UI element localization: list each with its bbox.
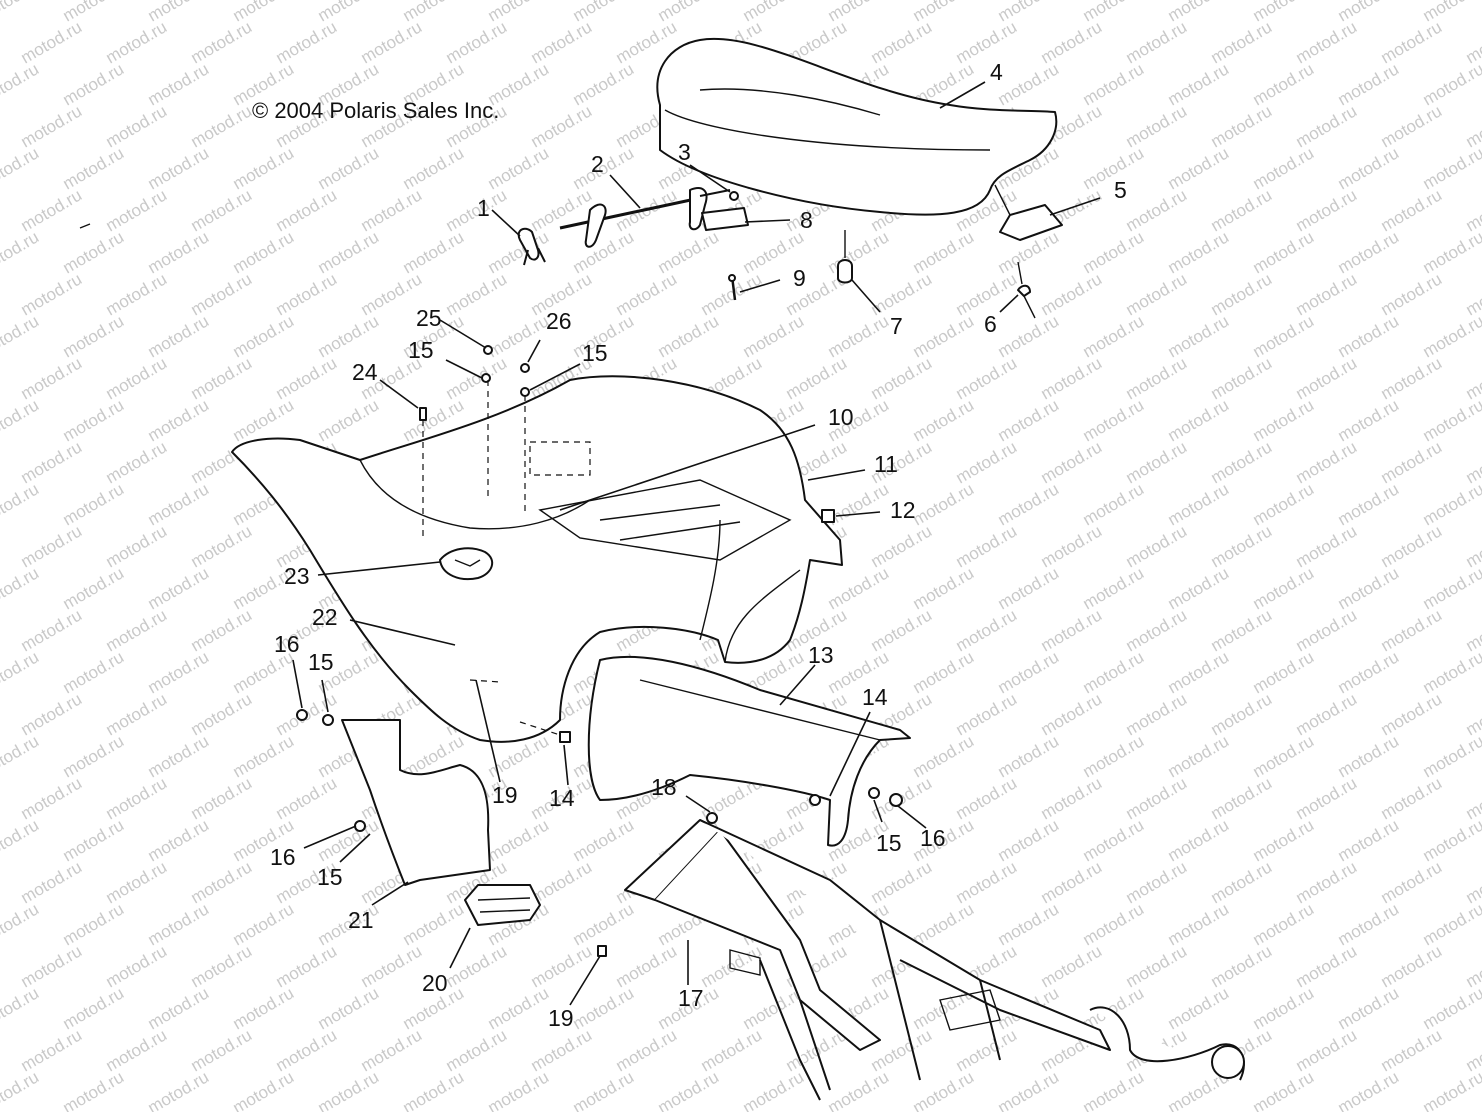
callout-20: 20 bbox=[422, 970, 448, 996]
callout-9: 9 bbox=[793, 265, 806, 291]
callout-11: 11 bbox=[874, 451, 898, 477]
callout-16-low-left: 16 bbox=[270, 844, 296, 870]
callout-13: 13 bbox=[808, 642, 834, 668]
rear-fender-panel bbox=[587, 655, 911, 847]
callout-26: 26 bbox=[546, 308, 572, 334]
frame bbox=[624, 819, 1245, 1101]
callout-10: 10 bbox=[828, 404, 854, 430]
callout-24: 24 bbox=[352, 359, 378, 385]
mud-flap bbox=[341, 719, 491, 886]
callout-17: 17 bbox=[678, 985, 704, 1011]
seat-latch-assembly bbox=[79, 187, 749, 301]
callout-15-top-left: 15 bbox=[408, 337, 434, 363]
copyright-notice: © 2004 Polaris Sales Inc. bbox=[252, 98, 500, 123]
callout-4: 4 bbox=[990, 59, 1003, 85]
callout-2: 2 bbox=[591, 151, 604, 177]
callout-25: 25 bbox=[416, 305, 442, 331]
callout-16-mid-left: 16 bbox=[274, 631, 300, 657]
callout-23: 23 bbox=[284, 563, 310, 589]
callout-14-right: 14 bbox=[862, 684, 888, 710]
callout-6: 6 bbox=[984, 311, 997, 337]
leader-lines bbox=[292, 81, 1101, 1006]
callout-19-lower: 19 bbox=[548, 1005, 574, 1031]
callout-16-right: 16 bbox=[920, 825, 946, 851]
seat bbox=[656, 37, 1058, 216]
callout-15-right: 15 bbox=[876, 830, 902, 856]
mud-flap-bracket bbox=[464, 884, 541, 926]
callout-21: 21 bbox=[348, 907, 374, 933]
callout-15-top-right: 15 bbox=[582, 340, 608, 366]
callout-15-low-left: 15 bbox=[317, 864, 343, 890]
callout-1: 1 bbox=[477, 195, 490, 221]
callout-18: 18 bbox=[651, 774, 677, 800]
callout-7: 7 bbox=[890, 313, 903, 339]
callout-15-mid-left: 15 bbox=[308, 649, 334, 675]
callout-14-left: 14 bbox=[549, 785, 575, 811]
seat-bracket-and-bumpers bbox=[837, 184, 1063, 319]
callout-12: 12 bbox=[890, 497, 916, 523]
callout-5: 5 bbox=[1114, 177, 1127, 203]
callout-8: 8 bbox=[800, 207, 813, 233]
callout-19-upper: 19 bbox=[492, 782, 518, 808]
callout-3: 3 bbox=[678, 139, 691, 165]
callout-labels: 1 2 3 4 5 6 7 8 9 10 11 12 13 14 14 15 1… bbox=[270, 59, 1127, 1031]
callout-22: 22 bbox=[312, 604, 338, 630]
